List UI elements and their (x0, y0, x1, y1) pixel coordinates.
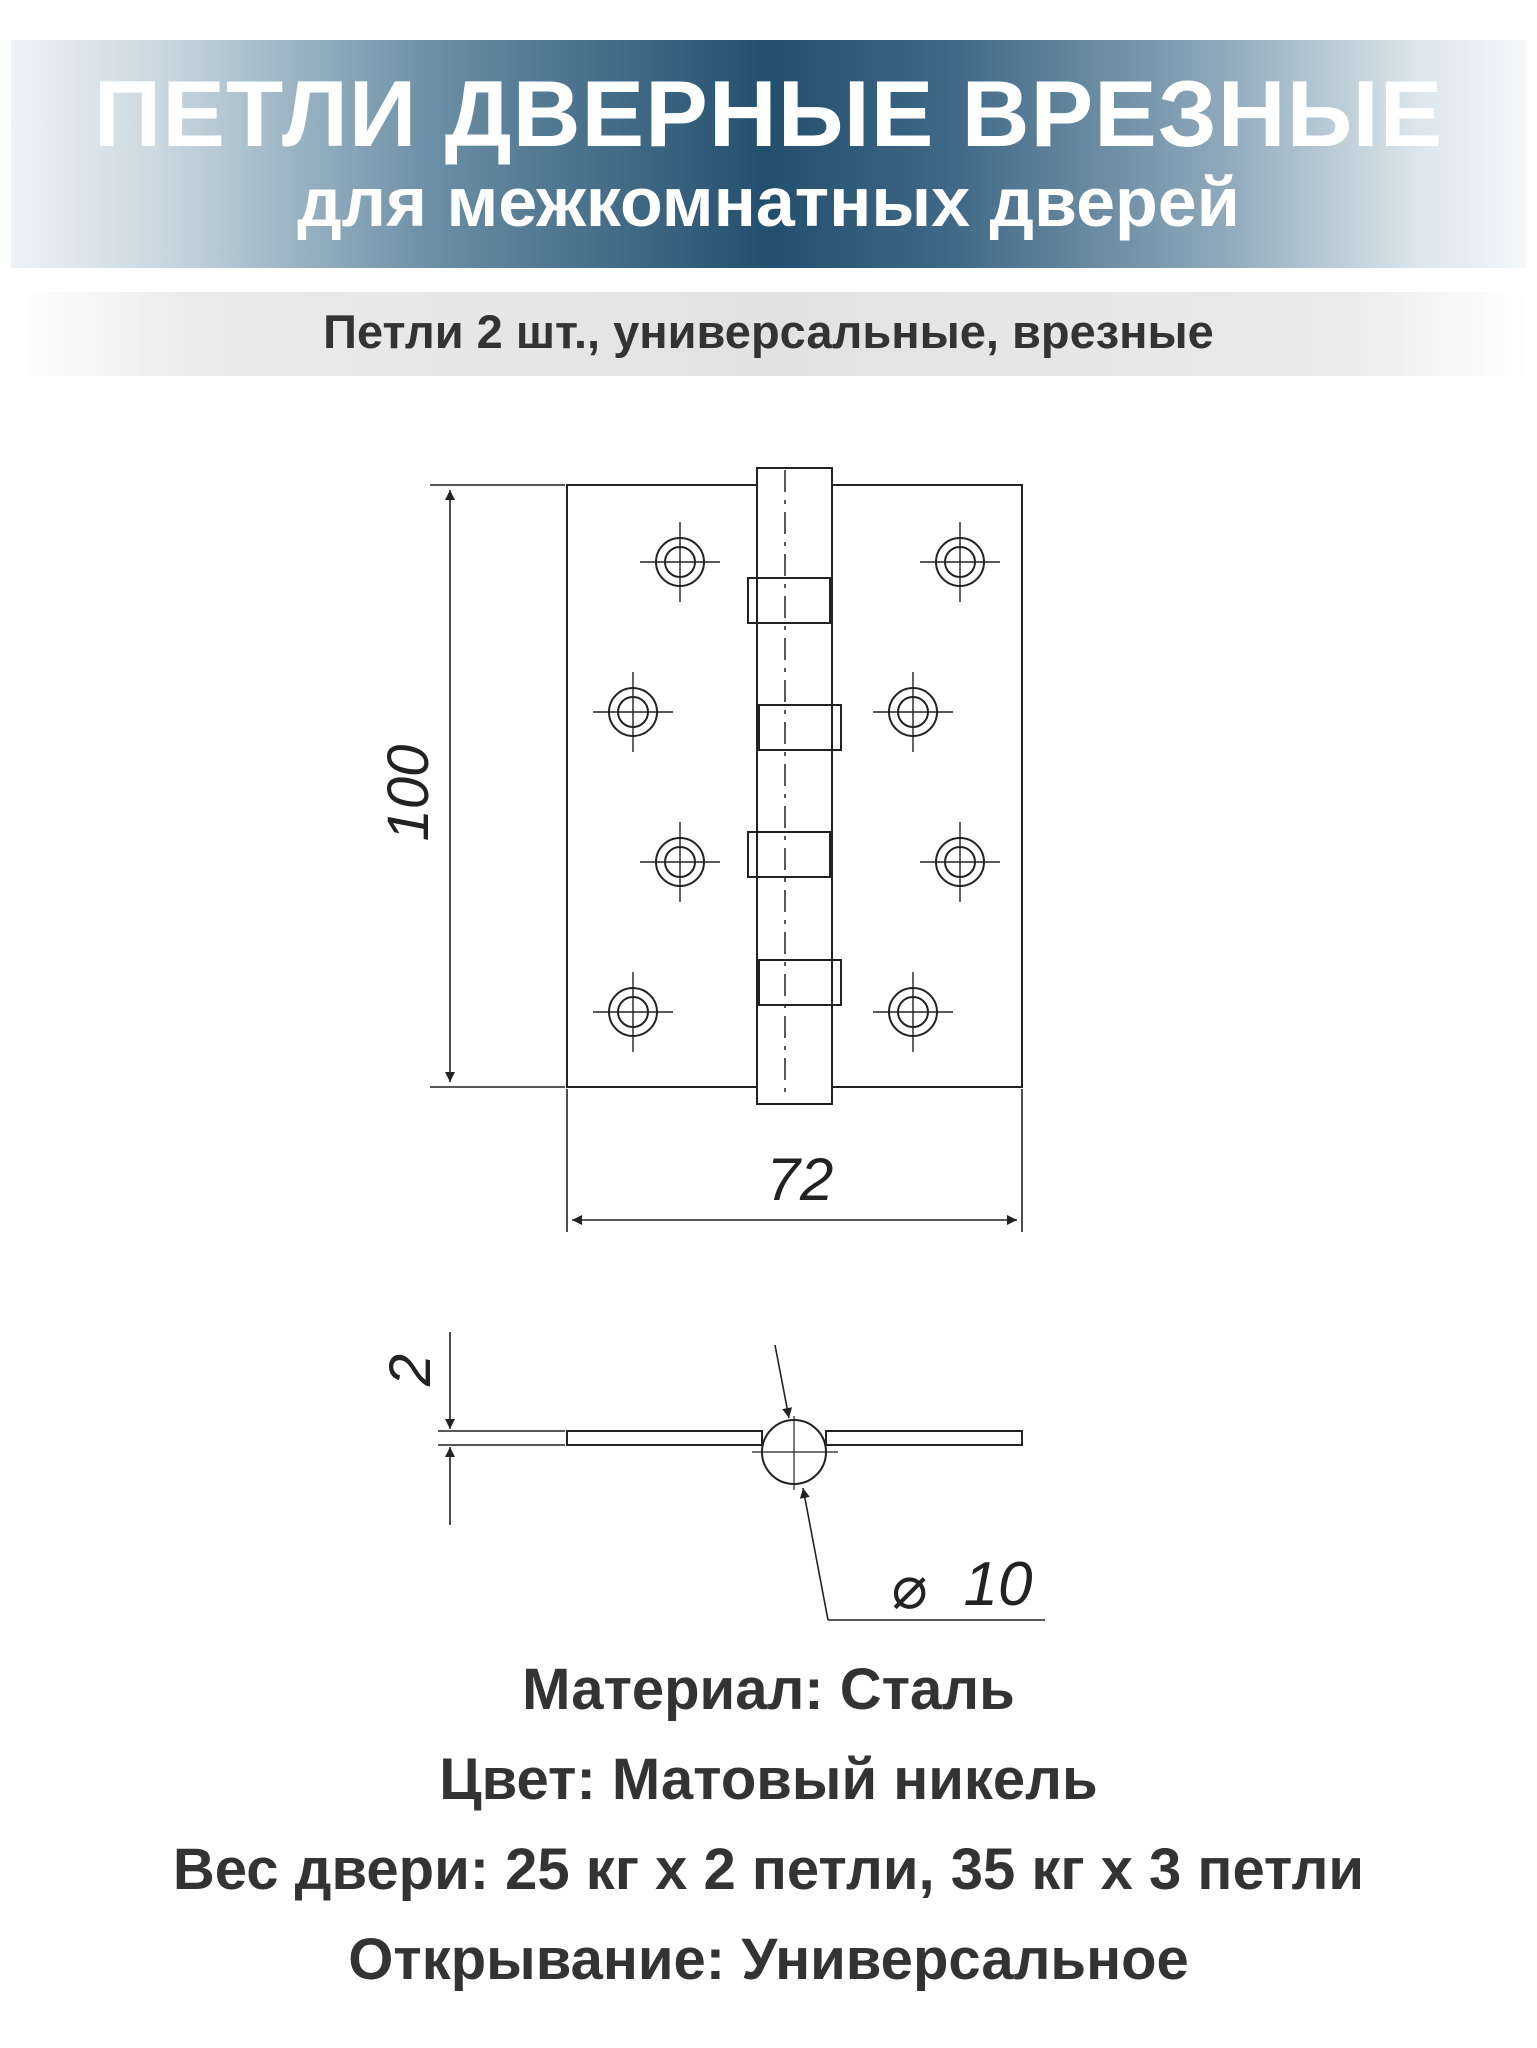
spec-material: Материал: Сталь (522, 1657, 1015, 1722)
knuckle-4 (758, 959, 842, 1006)
screw-hole-4 (873, 672, 953, 752)
screw-hole-8 (873, 972, 953, 1052)
spec-color: Цвет: Матовый никель (439, 1747, 1098, 1812)
hinge-barrel (756, 467, 833, 1105)
side-leaf-right (825, 1430, 1023, 1446)
screw-hole-5 (640, 822, 720, 902)
diameter-dimension (774, 1344, 1045, 1621)
tagline-band (11, 292, 1526, 376)
spec-door-weight: Вес двери: 25 кг х 2 петли, 35 кг х 3 пе… (172, 1837, 1365, 1902)
height-dimension (430, 484, 565, 1088)
spec-list: Материал: Сталь Цвет: Матовый никель Вес… (0, 1645, 1537, 2005)
header-banner (11, 40, 1526, 268)
screw-hole-2 (920, 522, 1000, 602)
width-label: 72 (767, 1146, 834, 1213)
thickness-dimension (438, 1332, 565, 1525)
page-title: ПЕТЛИ ДВЕРНЫЕ ВРЕЗНЫЕ (93, 61, 1444, 166)
diameter-symbol: ⌀ (890, 1554, 926, 1621)
hinge-side-view (566, 1416, 1023, 1490)
hinge-drawing: 100 72 2 ⌀ 10 (376, 467, 1045, 1621)
width-dimension (566, 1089, 1023, 1232)
screw-hole-7 (593, 972, 673, 1052)
height-label: 100 (376, 745, 441, 842)
page-subtitle: для межкомнатных дверей (297, 163, 1240, 241)
knuckle-2 (758, 704, 842, 751)
hinge-front-view (566, 467, 1023, 1105)
hinge-left-leaf (566, 484, 758, 1088)
side-leaf-left (566, 1430, 763, 1446)
screw-holes (593, 522, 1000, 1052)
screw-hole-6 (920, 822, 1000, 902)
diameter-label: 10 (964, 1550, 1033, 1619)
thickness-label: 2 (378, 1354, 443, 1387)
knuckle-1 (747, 577, 831, 624)
hinge-right-leaf (831, 484, 1023, 1088)
screw-hole-3 (593, 672, 673, 752)
screw-hole-1 (640, 522, 720, 602)
spec-opening: Открывание: Универсальное (348, 1927, 1189, 1992)
knuckle-3 (747, 831, 831, 878)
tagline: Петли 2 шт., универсальные, врезные (323, 305, 1214, 358)
